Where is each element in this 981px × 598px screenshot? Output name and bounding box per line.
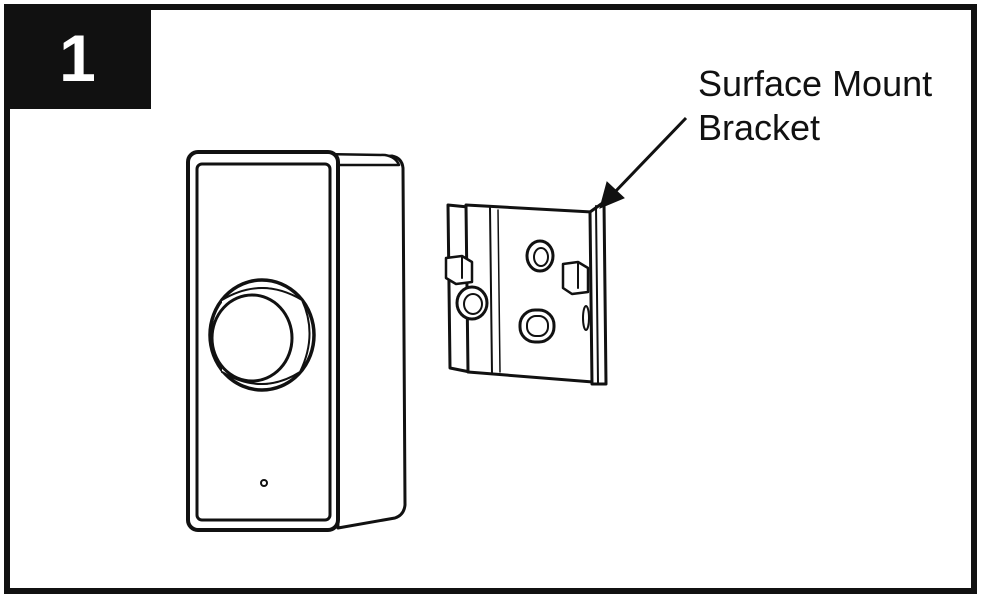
callout-line-1: Surface Mount [698,63,933,104]
step-number-badge: 1 [4,4,151,109]
callout-line-2: Bracket [698,107,821,148]
callout-label: Surface Mount Bracket [698,62,932,150]
surface-mount-bracket-illustration [444,200,608,386]
outer-border [4,4,977,594]
doorbell-button-illustration [186,150,407,532]
callout-arrow [599,116,688,209]
step-number: 1 [59,20,96,95]
